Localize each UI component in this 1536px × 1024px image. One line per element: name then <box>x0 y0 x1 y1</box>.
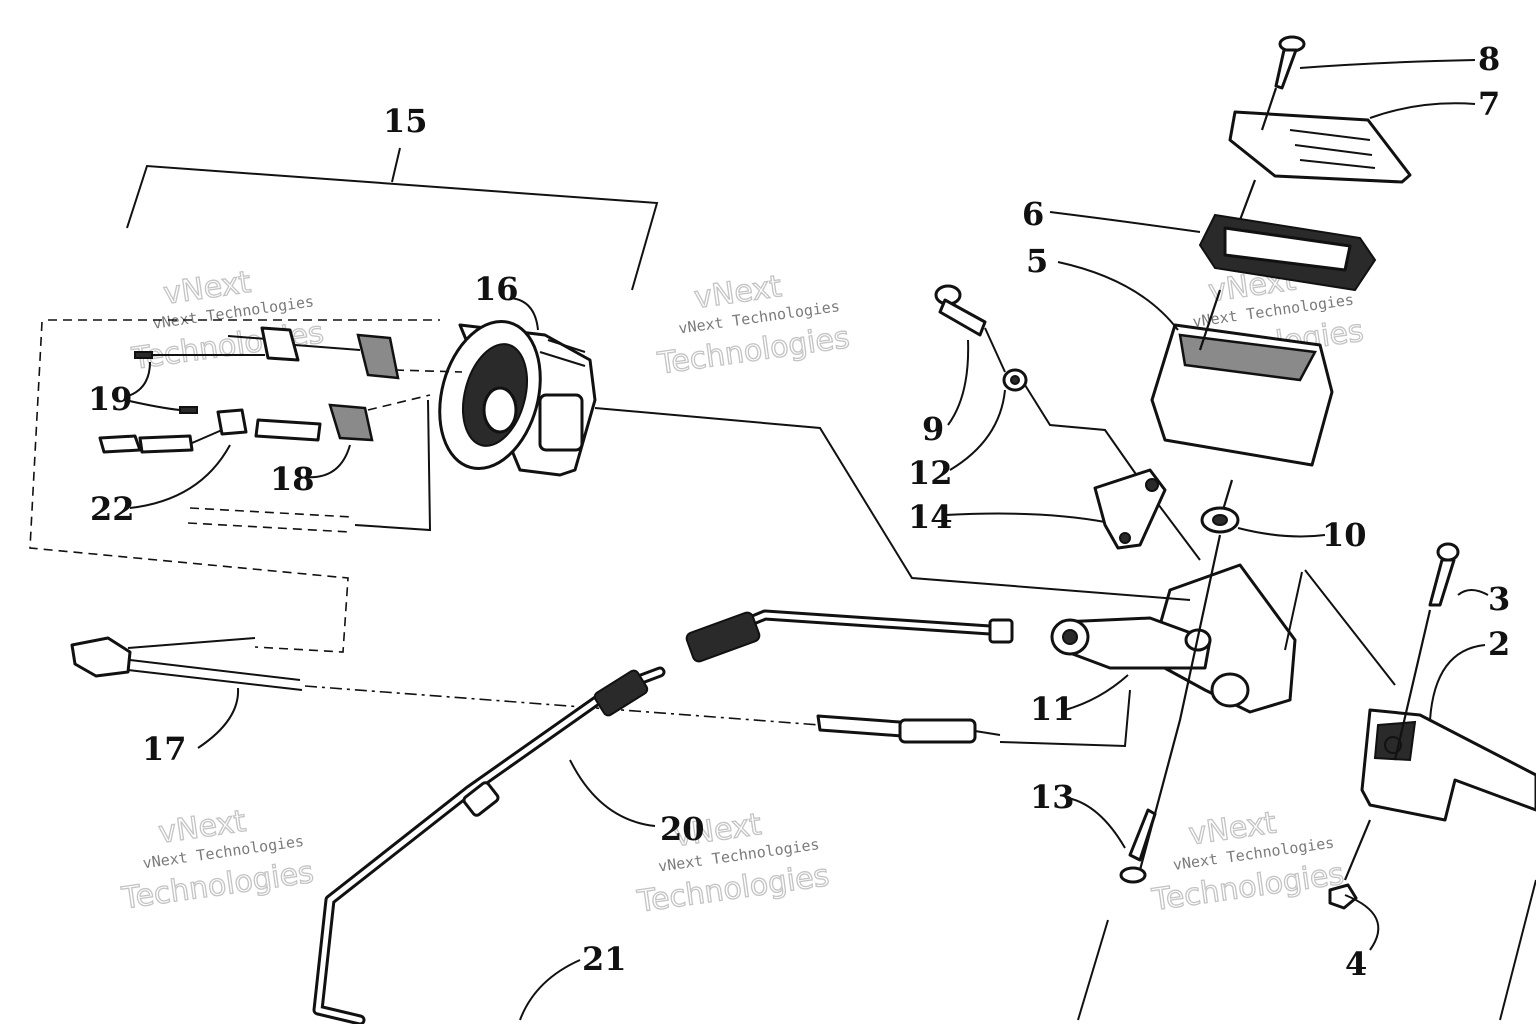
watermark-bottom-left: vNext vNext Technologies Technologies <box>119 803 317 917</box>
screw-13 <box>1119 808 1157 884</box>
callout-3: 3 <box>1488 580 1510 618</box>
callout-4: 4 <box>1345 945 1367 983</box>
plug-17 <box>70 636 821 726</box>
grommet-10 <box>1200 506 1240 534</box>
watermark-bottom-right: vNext vNext Technologies Technologies <box>1149 805 1347 919</box>
callout-12: 12 <box>908 454 953 492</box>
callout-10: 10 <box>1322 516 1367 554</box>
callout-16: 16 <box>474 270 519 308</box>
watermark-top-center: vNext vNext Technologies Technologies <box>654 268 852 382</box>
assembly-bracket-15 <box>126 147 659 291</box>
bolt-3 <box>1428 542 1460 607</box>
callout-17: 17 <box>142 730 187 768</box>
callout-22: 22 <box>90 490 135 528</box>
switch-parts <box>98 326 463 533</box>
assembly-axis <box>1138 87 1278 871</box>
watermark-bottom-center: vNext vNext Technologies Technologies <box>634 806 832 920</box>
frame-lines <box>1077 569 1536 1021</box>
cable-upper <box>685 609 1014 663</box>
housing-16 <box>438 319 597 477</box>
callout-8: 8 <box>1478 40 1500 78</box>
throttle-rod <box>816 689 1131 748</box>
reservoir-5 <box>1150 323 1334 467</box>
screw-8 <box>1274 35 1306 90</box>
callout-5: 5 <box>1026 242 1048 280</box>
callout-11: 11 <box>1030 690 1075 728</box>
callout-20: 20 <box>660 810 705 848</box>
callout-15: 15 <box>383 102 428 140</box>
master-cylinder-11 <box>1050 563 1297 714</box>
callout-9: 9 <box>922 410 944 448</box>
dashed-enclosure <box>29 319 440 653</box>
callout-21: 21 <box>582 940 627 978</box>
callout-14: 14 <box>908 498 953 536</box>
housing-leader <box>594 407 1191 601</box>
callout-2: 2 <box>1488 625 1510 663</box>
callout-13: 13 <box>1030 778 1075 816</box>
gasket-6 <box>1198 213 1377 292</box>
cable-20 <box>312 666 666 1024</box>
lever-2 <box>1360 708 1536 822</box>
pin-9 <box>934 284 987 337</box>
callout-labels: 8 7 6 5 9 12 14 10 11 13 3 2 4 15 16 19 … <box>88 40 1510 983</box>
callout-19: 19 <box>88 380 133 418</box>
callout-6: 6 <box>1022 195 1044 233</box>
callout-leaders <box>124 59 1489 1021</box>
nut-4 <box>1328 883 1358 910</box>
clamp-14 <box>1093 468 1167 550</box>
cover-7 <box>1228 110 1412 184</box>
lever-axis <box>1343 609 1432 881</box>
callout-18: 18 <box>270 460 315 498</box>
pin-axis <box>984 327 1201 561</box>
callout-7: 7 <box>1478 85 1500 123</box>
washer-12 <box>1002 368 1028 392</box>
